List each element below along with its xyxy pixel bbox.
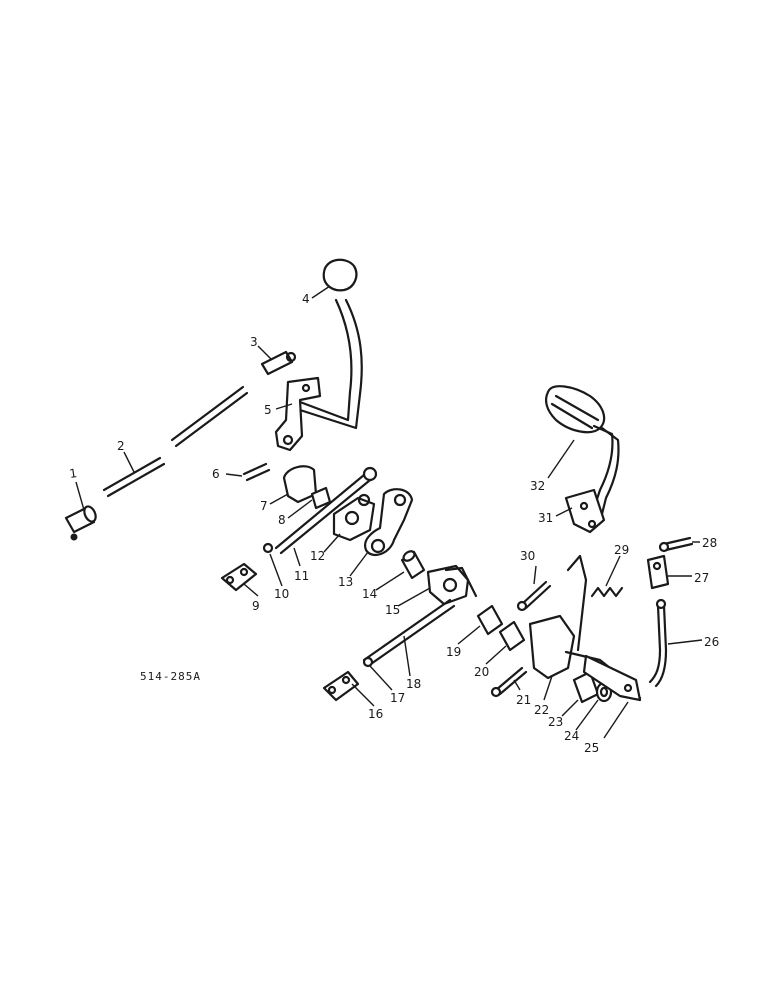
part-13: [364, 488, 414, 557]
callout-26: 26: [704, 635, 719, 649]
callout-6: 6: [212, 467, 220, 481]
callout-30: 30: [520, 549, 535, 563]
callout-25: 25: [584, 741, 599, 755]
leader-20: [485, 645, 507, 665]
part-10: [262, 542, 274, 554]
part-20: [498, 620, 526, 652]
part-1: [64, 505, 97, 541]
leader-12: [323, 533, 341, 553]
part-32: [545, 385, 606, 434]
leader-21: [513, 679, 521, 691]
part-29: [590, 586, 624, 598]
callout-9: 9: [252, 599, 260, 613]
callout-23: 23: [548, 715, 563, 729]
leader-31: [555, 507, 573, 517]
leader-15: [397, 587, 431, 607]
leader-1: [75, 481, 85, 511]
callout-18: 18: [406, 677, 421, 691]
leader-30: [533, 565, 537, 585]
part-30: [516, 580, 552, 612]
part-17: [362, 656, 374, 668]
part-25: [582, 654, 642, 702]
part-16: [322, 670, 360, 702]
leader-17: [369, 665, 393, 691]
callout-13: 13: [338, 575, 353, 589]
callout-1: 1: [68, 466, 78, 481]
part-19: [476, 604, 504, 636]
part-2: [102, 385, 249, 498]
callout-19: 19: [446, 645, 461, 659]
leader-6: [225, 473, 243, 477]
part-12: [332, 493, 376, 542]
leader-2: [123, 451, 135, 473]
leader-3: [257, 345, 273, 361]
callout-labels: 1 2 3 4 5 6 7 8 9 10 11 12 13 14 15 16 1…: [68, 292, 719, 755]
callout-22: 22: [534, 703, 549, 717]
callout-11: 11: [294, 569, 309, 583]
leader-9: [243, 583, 259, 597]
leader-19: [457, 625, 481, 645]
leader-22: [543, 675, 553, 701]
leader-5: [275, 403, 293, 410]
part-14: [400, 550, 426, 580]
callout-5: 5: [264, 403, 272, 417]
callout-2: 2: [117, 439, 125, 453]
part-18: [362, 598, 456, 668]
callout-12: 12: [310, 549, 325, 563]
callout-21: 21: [516, 693, 531, 707]
leader-7: [269, 493, 289, 505]
part-15: [426, 564, 478, 606]
callout-27: 27: [694, 571, 709, 585]
callout-15: 15: [385, 603, 400, 617]
leader-24: [575, 699, 599, 731]
callout-14: 14: [362, 587, 377, 601]
leader-16: [351, 683, 375, 707]
callout-10: 10: [274, 587, 289, 601]
part-31: [564, 424, 620, 534]
part-3: [260, 350, 297, 376]
leader-14: [375, 571, 405, 591]
leader-11: [293, 547, 301, 567]
callout-20: 20: [474, 665, 489, 679]
part-28: [658, 536, 694, 553]
leader-26: [667, 639, 703, 645]
reference-code: 514-285A: [140, 670, 201, 683]
part-26: [648, 598, 668, 688]
leader-32: [547, 439, 575, 479]
callout-3: 3: [250, 335, 258, 349]
part-5: [274, 298, 363, 452]
part-9: [220, 562, 258, 592]
leader-13: [349, 551, 369, 577]
leader-8: [287, 499, 313, 519]
callout-28: 28: [702, 536, 717, 550]
leader-23: [561, 699, 579, 717]
callout-4: 4: [302, 292, 310, 306]
part-11: [274, 466, 378, 555]
part-21: [490, 666, 528, 698]
leader-10: [269, 553, 283, 587]
leader-29: [605, 555, 621, 587]
callout-7: 7: [260, 499, 268, 513]
callout-8: 8: [278, 513, 286, 527]
callout-32: 32: [530, 479, 545, 493]
leader-25: [603, 701, 629, 739]
part-6: [242, 462, 271, 482]
part-7: [282, 465, 318, 504]
callout-31: 31: [538, 511, 553, 525]
leader-18: [403, 635, 411, 677]
leader-4: [311, 285, 331, 299]
callout-17: 17: [390, 691, 405, 705]
callout-24: 24: [564, 729, 579, 743]
part-4: [322, 258, 358, 292]
callout-29: 29: [614, 543, 629, 557]
callout-16: 16: [368, 707, 383, 721]
part-27: [646, 554, 670, 590]
leader-lines: [75, 285, 703, 739]
